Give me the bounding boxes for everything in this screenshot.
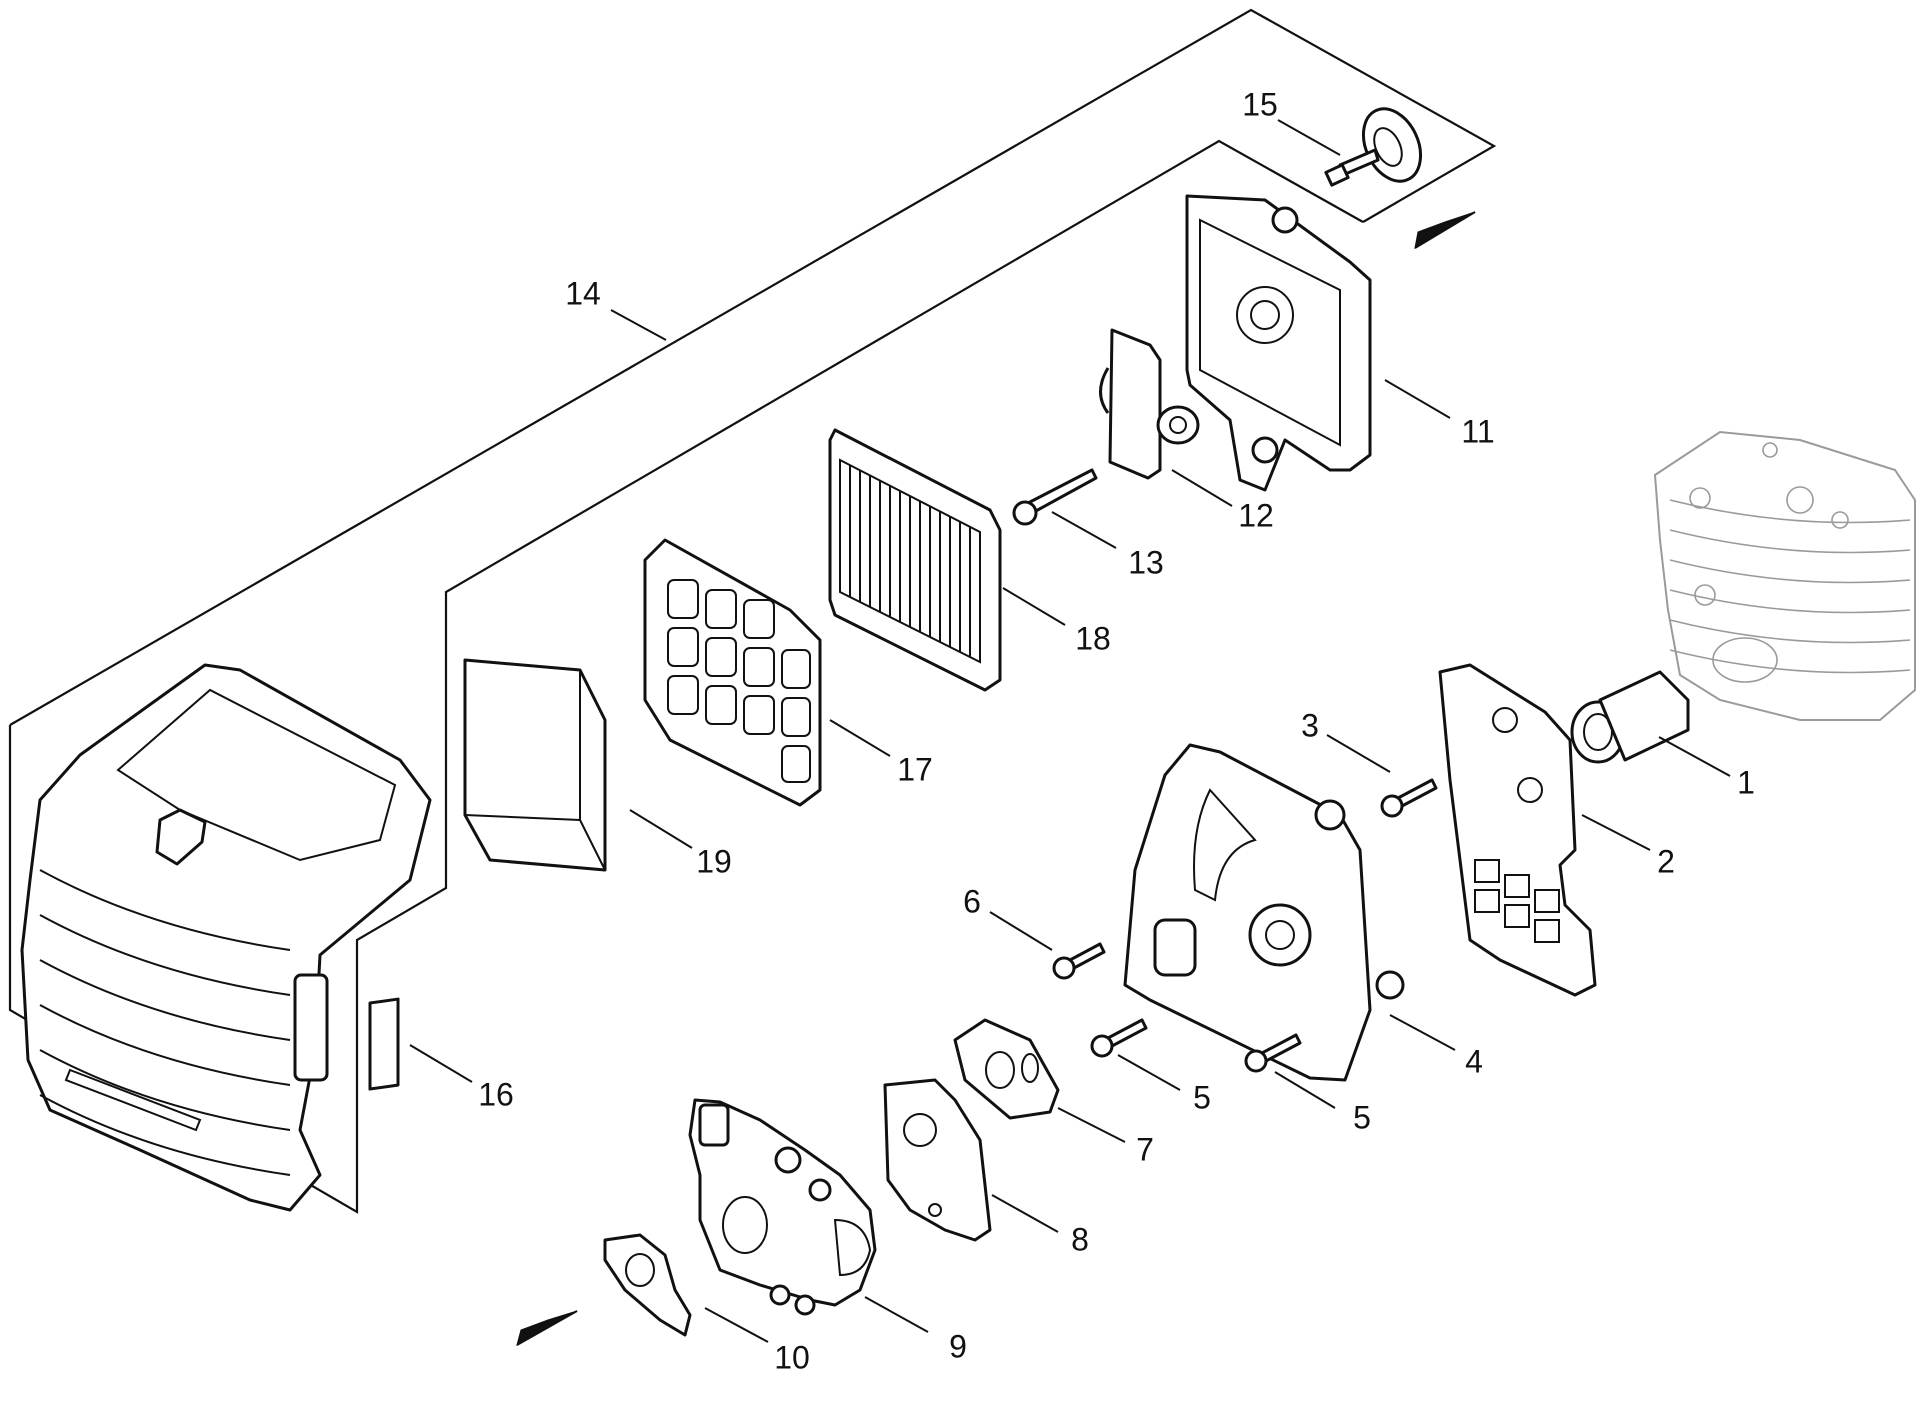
filter-grid-part [643, 538, 822, 807]
gasket-part-10 [603, 1233, 692, 1337]
callout-9: 9 [949, 1328, 967, 1364]
screw-part-6 [1052, 942, 1106, 980]
callout-11: 11 [1461, 413, 1494, 449]
leader-lines [409, 119, 1731, 1343]
screw-part-3 [1380, 778, 1438, 818]
air-filter-base-part [1185, 194, 1372, 492]
screw-part-5b [1244, 1033, 1302, 1073]
callout-3: 3 [1301, 707, 1319, 743]
knob-part [1324, 107, 1423, 187]
engine-cylinder-context [1653, 430, 1916, 721]
callout-8: 8 [1071, 1221, 1089, 1257]
foam-filter-part [463, 658, 607, 872]
callout-6: 6 [963, 883, 981, 919]
insulator-plate-part [1438, 663, 1597, 997]
callout-4: 4 [1465, 1043, 1483, 1079]
callout-18: 18 [1075, 620, 1111, 656]
callout-13: 13 [1128, 544, 1164, 580]
callout-16: 16 [478, 1076, 514, 1112]
intake-boot-part [1570, 670, 1690, 764]
carburetor-part [688, 1098, 877, 1316]
direction-arrow-bottom [516, 1310, 578, 1347]
air-filter-cover-part [20, 663, 432, 1212]
choke-plate-part [1099, 328, 1200, 480]
decal-part [368, 997, 400, 1091]
callout-19: 19 [696, 843, 732, 879]
callout-10: 10 [774, 1339, 810, 1375]
carburetor-bracket-part [1123, 743, 1405, 1082]
callout-5a: 5 [1193, 1079, 1211, 1115]
spacer-part [953, 1018, 1060, 1120]
screw-part-5a [1090, 1018, 1148, 1058]
callout-7: 7 [1136, 1131, 1154, 1167]
callout-15: 15 [1242, 86, 1278, 122]
screw-part-13 [1012, 468, 1098, 526]
callout-12: 12 [1238, 497, 1274, 533]
callouts: 1 2 3 4 5 5 6 7 8 9 10 11 12 13 14 15 16… [478, 86, 1755, 1375]
paper-filter-part [828, 428, 1002, 692]
callout-2: 2 [1657, 843, 1675, 879]
callout-5b: 5 [1353, 1099, 1371, 1135]
callout-1: 1 [1737, 764, 1755, 800]
callout-17: 17 [897, 751, 933, 787]
direction-arrow-top [1414, 211, 1476, 250]
callout-14: 14 [565, 275, 601, 311]
gasket-part-8 [883, 1078, 992, 1242]
